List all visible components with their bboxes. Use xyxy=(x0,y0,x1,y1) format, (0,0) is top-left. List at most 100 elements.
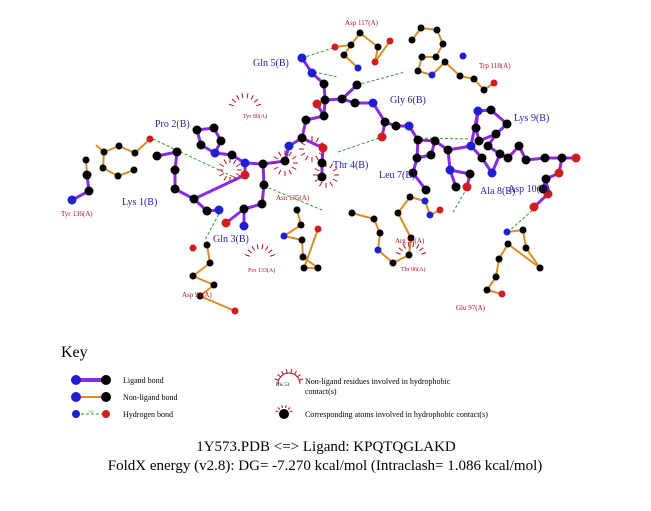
carbon-atom xyxy=(541,174,551,184)
key-ligand-bond xyxy=(71,375,111,385)
key-nonligand-bond-label: Non-ligand bond xyxy=(123,393,177,402)
oxygen-atom xyxy=(331,43,339,51)
carbon-atom xyxy=(239,204,249,214)
label-tyr90: Tyr 90(A) xyxy=(243,113,267,120)
hydrogen-bond xyxy=(313,71,339,78)
oxygen-atom xyxy=(231,307,239,315)
nonligand-bond xyxy=(359,32,379,48)
nitrogen-atom xyxy=(503,228,511,236)
carbon-atom xyxy=(557,153,567,163)
oxygen-atom xyxy=(314,225,322,233)
residue-labels: Asp 117(A) Trp 118(A) Tyr 90(A) Tyr 136(… xyxy=(61,19,511,312)
carbon-atom xyxy=(210,281,218,289)
carbon-atom xyxy=(376,229,384,237)
nonligand-bond xyxy=(192,275,215,286)
carbon-atom xyxy=(465,169,475,179)
carbon-atom xyxy=(206,259,214,267)
carbon-atom xyxy=(257,199,267,209)
carbon-atom xyxy=(84,186,94,196)
carbon-atom xyxy=(340,51,348,59)
oxygen-atom xyxy=(318,143,328,153)
carbon-atom xyxy=(418,53,426,61)
carbon-atom xyxy=(99,164,107,172)
carbon-atom xyxy=(189,194,199,204)
carbon-atom xyxy=(301,115,311,125)
carbon-atom xyxy=(474,136,484,146)
nonligand-bond xyxy=(351,212,375,220)
carbon-atom xyxy=(414,67,422,75)
carbon-atom xyxy=(413,135,423,145)
carbon-atom xyxy=(317,158,327,168)
carbon-atom xyxy=(100,148,108,156)
nitrogen-atom xyxy=(297,53,307,63)
carbon-atom xyxy=(443,145,453,155)
key-hydrophobic-atoms-label: Corresponding atoms involved in hydropho… xyxy=(305,410,488,419)
label-glu97: Glu 97(A) xyxy=(456,304,486,312)
carbon-atom xyxy=(433,26,441,34)
nitrogen-atom xyxy=(240,158,250,168)
carbon-atom xyxy=(196,140,206,150)
carbon-atom xyxy=(170,165,180,175)
carbon-atom xyxy=(115,142,123,150)
carbon-atom xyxy=(405,251,413,259)
carbon-atom xyxy=(394,209,402,217)
hydrogen-bond xyxy=(263,185,323,211)
label-lys9: Lys 9(B) xyxy=(514,113,549,124)
carbon-atom xyxy=(519,226,527,234)
label-lys1: Lys 1(B) xyxy=(122,197,157,208)
nitrogen-atom xyxy=(67,195,77,205)
hydrogen-bond xyxy=(301,46,337,59)
label-asn135: Asn 135(A) xyxy=(276,194,310,202)
atoms xyxy=(67,24,581,315)
carbon-atom xyxy=(320,95,330,105)
nitrogen-atom xyxy=(487,168,497,178)
nitrogen-atom xyxy=(214,205,224,215)
label-arg95: Arg 95(A) xyxy=(395,237,425,245)
footer-line2: FoldX energy (v2.8): DG= -7.270 kcal/mol… xyxy=(108,458,542,474)
carbon-atom xyxy=(451,182,461,192)
nitrogen-atom xyxy=(280,232,288,240)
oxygen-atom xyxy=(498,290,506,298)
carbon-atom xyxy=(408,36,416,44)
carbon-atom xyxy=(430,136,440,146)
hydrogen-bonds xyxy=(152,46,537,241)
carbon-atom xyxy=(407,234,415,242)
hydrophobic-contact-arc xyxy=(272,150,298,176)
carbon-atom xyxy=(417,24,425,32)
label-trp118: Trp 118(A) xyxy=(479,62,511,70)
ligand-labels: Lys 1(B) Pro 2(B) Gln 3(B) Thr 4(B) Gln … xyxy=(122,58,550,245)
carbon-atom xyxy=(299,253,307,261)
nitrogen-atom xyxy=(445,165,455,175)
oxygen-atom xyxy=(377,132,387,142)
oxygen-atom xyxy=(386,37,394,45)
nitrogen-atom xyxy=(459,52,467,60)
label-asp117: Asp 117(A) xyxy=(345,19,379,27)
carbon-atom xyxy=(495,149,505,159)
oxygen-atom xyxy=(146,135,154,143)
ligand-bond xyxy=(192,173,247,201)
key-hydrophobic-atom xyxy=(275,405,293,419)
carbon-atom xyxy=(189,272,197,280)
carbon-atom xyxy=(471,123,481,133)
carbon-atom xyxy=(456,72,464,80)
carbon-atom xyxy=(486,105,496,115)
nonligand-bond xyxy=(397,212,412,239)
carbon-atom xyxy=(374,43,382,51)
carbon-atom xyxy=(350,98,360,108)
oxygen-atom xyxy=(189,244,197,252)
carbon-atom xyxy=(172,147,182,157)
nitrogen-atom xyxy=(307,68,317,78)
label-leu7: Leu 7(B) xyxy=(379,170,415,181)
nonligand-bond xyxy=(507,243,541,269)
carbon-atom xyxy=(470,75,478,83)
carbon-atom xyxy=(348,209,356,217)
carbon-atom xyxy=(480,86,488,94)
oxygen-atom xyxy=(371,58,379,66)
label-ala8: Ala 8(B) xyxy=(480,186,515,197)
nonligand-bond xyxy=(374,40,391,63)
label-gln5: Gln 5(B) xyxy=(253,58,289,69)
nonligand-bond xyxy=(192,262,211,277)
nitrogen-atom xyxy=(374,246,382,254)
carbon-atom xyxy=(514,141,524,151)
carbon-atom xyxy=(522,244,530,252)
